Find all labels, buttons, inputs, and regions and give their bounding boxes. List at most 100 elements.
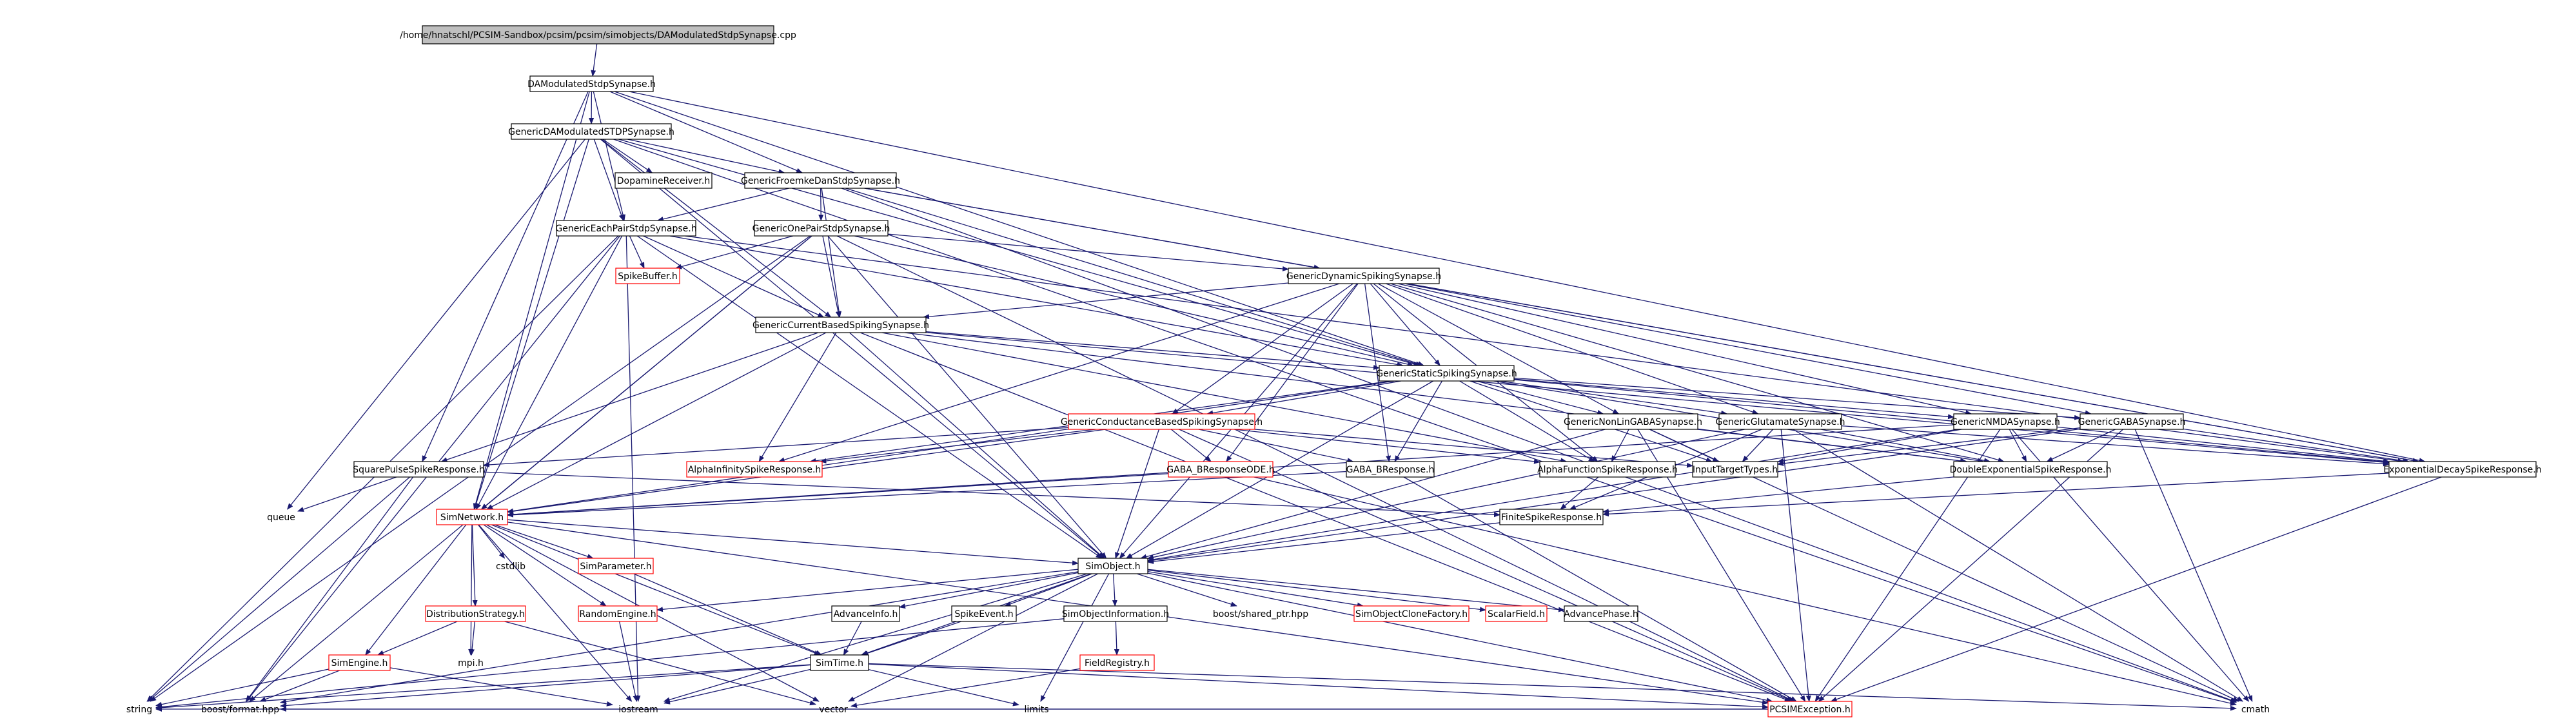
node-DoubleExponentialSpikeResponse_h[interactable]: DoubleExponentialSpikeResponse.h (1950, 461, 2112, 478)
edge-GenericOnePairStdpSynapse_h-to-GenericStaticSpikingSynapse_h (854, 235, 1414, 367)
edge-DistributionStrategy_h-to-SimEngine_h (377, 621, 458, 656)
node-SpikeBuffer_h[interactable]: SpikeBuffer.h (615, 268, 680, 284)
edge-GenericStaticSpikingSynapse_h-to-GenericNonLinGABASynapse_h (1476, 380, 1604, 415)
node-SimTime_h[interactable]: SimTime.h (810, 654, 869, 671)
edge-GenericDynamicSpikingSynapse_h-to-GenericGlutamateSynapse_h (1386, 283, 1759, 415)
node-box (755, 317, 927, 333)
node-GenericOnePairStdpSynapse_h[interactable]: GenericOnePairStdpSynapse.h (752, 220, 890, 237)
node-label: SimObjectInformation.h (1062, 609, 1169, 620)
node-box (328, 654, 391, 671)
edge-GenericNMDASynapse_h-to-ExponentialDecaySpikeResponse_h (2056, 426, 2390, 464)
node-SimObject_h[interactable]: SimObject.h (1077, 558, 1148, 574)
edge-GenericEachPairStdpSynapse_h-to-SpikeBuffer_h (629, 235, 645, 269)
node-PCSIMException_h[interactable]: PCSIMException.h (1767, 701, 1853, 717)
node-box (754, 220, 889, 237)
node-label: SimTime.h (816, 658, 863, 668)
edge-GenericNonLinGABASynapse_h-to-SimObject_h (1140, 429, 1606, 560)
node-GenericFroemkeDanStdpSynapse_h[interactable]: GenericFroemkeDanStdpSynapse.h (741, 172, 900, 189)
node-label: GenericDAModulatedSTDPSynapse.h (508, 127, 674, 137)
node-FiniteSpikeResponse_h[interactable]: FiniteSpikeResponse.h (1499, 509, 1604, 525)
node-label: GenericCurrentBasedSpikingSynapse.h (752, 320, 929, 331)
edge-SimObject_h-to-boost_shared_ptr (1136, 573, 1237, 607)
node-GenericNMDASynapse_h[interactable]: GenericNMDASynapse.h (1951, 413, 2060, 430)
edge-SimObject_h-to-AdvanceInfo_h (899, 572, 1079, 609)
node-DAModulatedStdpSynapse_h[interactable]: DAModulatedStdpSynapse.h (527, 75, 656, 92)
edge-DAModulatedStdpSynapse_h-to-GenericStaticSpikingSynapse_h (614, 91, 1425, 366)
node-GenericConductanceBasedSpikingSynapse_h[interactable]: GenericConductanceBasedSpikingSynapse.h (1061, 413, 1263, 430)
node-label: GenericGlutamateSynapse.h (1715, 417, 1845, 427)
node-ScalarField_h[interactable]: ScalarField.h (1485, 605, 1548, 622)
node-GenericDAModulatedSTDPSynapse_h[interactable]: GenericDAModulatedSTDPSynapse.h (508, 123, 674, 140)
edge-root-to-DAModulatedStdpSynapse_h (591, 43, 598, 77)
node-AlphaFunctionSpikeResponse_h[interactable]: AlphaFunctionSpikeResponse.h (1537, 461, 1678, 478)
edge-GenericFroemkeDanStdpSynapse_h-to-cmath (841, 188, 2237, 703)
node-DistributionStrategy_h[interactable]: DistributionStrategy.h (425, 605, 526, 622)
node-label: boost/format.hpp (201, 705, 279, 715)
node-GenericDynamicSpikingSynapse_h[interactable]: GenericDynamicSpikingSynapse.h (1286, 268, 1441, 284)
node-GenericEachPairStdpSynapse_h[interactable]: GenericEachPairStdpSynapse.h (555, 220, 697, 237)
node-box (1564, 605, 1638, 622)
edge-GenericStaticSpikingSynapse_h-to-SimObject_h (1125, 380, 1434, 559)
edge-GenericOnePairStdpSynapse_h-to-GenericDynamicSpikingSynapse_h (887, 233, 1289, 271)
node-box (951, 605, 1017, 622)
node-label: GenericConductanceBasedSpikingSynapse.h (1061, 417, 1263, 427)
node-vector: vector (819, 705, 848, 715)
node-label: GenericOnePairStdpSynapse.h (752, 224, 890, 234)
node-box (1499, 509, 1604, 525)
node-box (1068, 413, 1255, 430)
edge-DistributionStrategy_h-to-vector (504, 621, 816, 706)
node-GenericGlutamateSynapse_h[interactable]: GenericGlutamateSynapse.h (1715, 413, 1845, 430)
node-FieldRegistry_h[interactable]: FieldRegistry.h (1079, 654, 1155, 671)
node-cstdlib: cstdlib (496, 561, 526, 572)
node-RandomEngine_h[interactable]: RandomEngine.h (578, 605, 658, 622)
node-ExponentialDecaySpikeResponse_h[interactable]: ExponentialDecaySpikeResponse.h (2383, 461, 2542, 478)
node-label: boost/shared_ptr.hpp (1213, 609, 1308, 620)
edge-SimEngine_h-to-boost_format (259, 670, 340, 702)
node-GenericCurrentBasedSpikingSynapse_h[interactable]: GenericCurrentBasedSpikingSynapse.h (752, 317, 929, 333)
edge-GenericConductanceBasedSpikingSynapse_h-to-SquarePulseSpikeResponse_h (483, 427, 1069, 467)
edge-GenericDAModulatedSTDPSynapse_h-to-GenericCurrentBasedSpikingSynapse_h (601, 139, 832, 318)
node-label: iostream (618, 705, 658, 715)
edge-GenericGlutamateSynapse_h-to-PCSIMException_h (1780, 429, 1811, 702)
node-box (578, 605, 658, 622)
node-SimNetwork_h[interactable]: SimNetwork.h (436, 509, 508, 525)
node-SimObjectCloneFactory_h[interactable]: SimObjectCloneFactory.h (1353, 605, 1470, 622)
node-AdvanceInfo_h[interactable]: AdvanceInfo.h (831, 605, 900, 622)
node-SimObjectInformation_h[interactable]: SimObjectInformation.h (1062, 605, 1169, 622)
edge-GenericCurrentBasedSpikingSynapse_h-to-PCSIMException_h (860, 332, 1791, 702)
node-AlphaInfinitySpikeResponse_h[interactable]: AlphaInfinitySpikeResponse.h (686, 461, 823, 478)
edge-SimObject_h-to-SpikeEvent_h (1004, 573, 1092, 607)
node-box (353, 461, 484, 478)
node-SpikeEvent_h[interactable]: SpikeEvent.h (951, 605, 1017, 622)
node-SimEngine_h[interactable]: SimEngine.h (328, 654, 391, 671)
edge-GenericCurrentBasedSpikingSynapse_h-to-SimObject_h (849, 332, 1105, 559)
node-root[interactable]: /home/hnatschl/PCSIM-Sandbox/pcsim/pcsim… (400, 25, 796, 44)
edge-GenericCurrentBasedSpikingSynapse_h-to-SimNetwork_h (486, 332, 827, 510)
edge-SimTime_h-to-limits (868, 668, 1019, 707)
node-box (1539, 461, 1676, 478)
node-InputTargetTypes_h[interactable]: InputTargetTypes.h (1692, 461, 1778, 478)
edge-GenericConductanceBasedSpikingSynapse_h-to-AlphaFunctionSpikeResponse_h (1234, 429, 1540, 464)
node-box (2388, 461, 2537, 478)
node-boost_shared_ptr: boost/shared_ptr.hpp (1213, 609, 1308, 620)
node-GenericNonLinGABASynapse_h[interactable]: GenericNonLinGABASynapse.h (1564, 413, 1702, 430)
node-GABA_BResponse_h[interactable]: GABA_BResponse.h (1346, 461, 1435, 478)
node-label: InputTargetTypes.h (1693, 465, 1778, 475)
node-label: GenericStaticSpikingSynapse.h (1376, 369, 1517, 379)
node-AdvancePhase_h[interactable]: AdvancePhase.h (1564, 605, 1638, 622)
node-GABA_BResponseODE_h[interactable]: GABA_BResponseODE.h (1166, 461, 1275, 478)
node-GenericStaticSpikingSynapse_h[interactable]: GenericStaticSpikingSynapse.h (1376, 365, 1517, 382)
node-SimParameter_h[interactable]: SimParameter.h (578, 558, 654, 574)
edge-GenericDynamicSpikingSynapse_h-to-GenericNMDASynapse_h (1397, 283, 1972, 415)
node-box (529, 75, 654, 92)
edge-SimTime_h-to-iostream (664, 668, 811, 705)
node-GenericGABASynapse_h[interactable]: GenericGABASynapse.h (2078, 413, 2186, 430)
node-DopamineReceiver_h[interactable]: DopamineReceiver.h (615, 172, 713, 189)
node-label: SpikeEvent.h (954, 609, 1013, 620)
edge-GABA_BResponse_h-to-SimNetwork_h (507, 471, 1347, 518)
edge-GenericNonLinGABASynapse_h-to-DoubleExponentialSpikeResponse_h (1697, 429, 1967, 463)
edge-GenericConductanceBasedSpikingSynapse_h-to-GABA_BResponseODE_h (1170, 429, 1212, 462)
node-SquarePulseSpikeResponse_h[interactable]: SquarePulseSpikeResponse.h (353, 461, 485, 478)
node-box (425, 605, 526, 622)
edge-SimObject_h-to-limits (1040, 573, 1110, 702)
